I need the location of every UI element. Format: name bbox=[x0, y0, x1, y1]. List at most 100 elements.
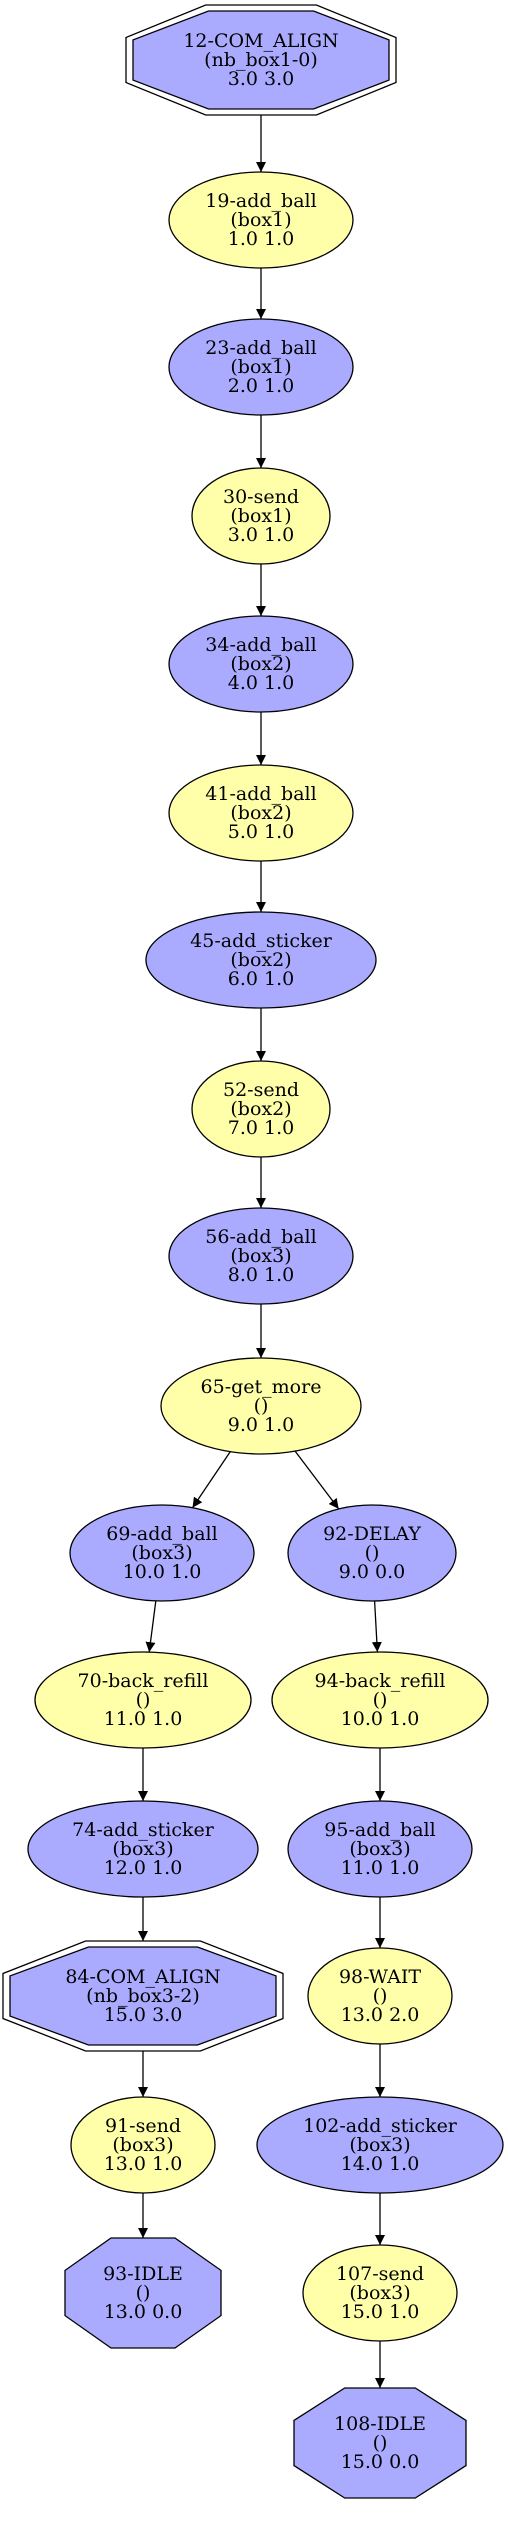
edges-layer bbox=[138, 115, 385, 2388]
node-label-line: (box1) bbox=[230, 505, 291, 527]
node-label-line: (box3) bbox=[349, 2282, 410, 2304]
node-label-line: 1.0 1.0 bbox=[228, 228, 294, 250]
node-shape bbox=[271, 1651, 489, 1749]
node-label-line: 11.0 1.0 bbox=[104, 1708, 183, 1730]
node-label-line: 14.0 1.0 bbox=[341, 2153, 420, 2175]
node-label-line: 13.0 1.0 bbox=[104, 2153, 183, 2175]
node-label-line: 107-send bbox=[336, 2263, 424, 2285]
node-label-line: 98-WAIT bbox=[339, 1966, 421, 1988]
node-n98: 98-WAIT()13.0 2.0 bbox=[307, 1947, 453, 2045]
node-label-line: 3.0 1.0 bbox=[228, 524, 294, 546]
node-label-line: 7.0 1.0 bbox=[228, 1117, 294, 1139]
node-label-line: 12-COM_ALIGN bbox=[183, 30, 338, 52]
edge-n65-n69 bbox=[191, 1451, 231, 1509]
node-n19: 19-add_ball(box1)1.0 1.0 bbox=[168, 171, 354, 269]
node-label-line: 5.0 1.0 bbox=[228, 821, 294, 843]
node-n45: 45-add_sticker(box2)6.0 1.0 bbox=[145, 911, 377, 1009]
node-label-line: 8.0 1.0 bbox=[228, 1264, 294, 1286]
node-shape bbox=[145, 911, 377, 1009]
node-label-line: 45-add_sticker bbox=[190, 930, 333, 952]
node-label-line: 93-IDLE bbox=[103, 2263, 183, 2285]
node-shape bbox=[64, 2237, 222, 2349]
node-shape bbox=[69, 1504, 255, 1602]
node-shape bbox=[168, 764, 354, 862]
node-shape bbox=[191, 467, 331, 565]
node-shape bbox=[168, 318, 354, 416]
node-label-line: () bbox=[373, 1985, 388, 2007]
node-label-line: 102-add_sticker bbox=[303, 2115, 458, 2137]
node-n56: 56-add_ball(box3)8.0 1.0 bbox=[168, 1207, 354, 1305]
node-n30: 30-send(box1)3.0 1.0 bbox=[191, 467, 331, 565]
node-label-line: 9.0 1.0 bbox=[228, 1414, 294, 1436]
node-label-line: 23-add_ball bbox=[205, 337, 316, 359]
node-shape-outer bbox=[2, 1940, 284, 2052]
node-label-line: 13.0 0.0 bbox=[104, 2301, 183, 2323]
node-label-line: 74-add_sticker bbox=[72, 1819, 215, 1841]
node-n94: 94-back_refill()10.0 1.0 bbox=[271, 1651, 489, 1749]
node-label-line: 10.0 1.0 bbox=[123, 1561, 202, 1583]
node-label-line: 94-back_refill bbox=[315, 1670, 446, 1692]
node-label-line: 11.0 1.0 bbox=[341, 1857, 420, 1879]
node-label-line: 108-IDLE bbox=[334, 2413, 426, 2435]
node-label-line: 15.0 0.0 bbox=[341, 2451, 420, 2473]
node-shape bbox=[9, 1946, 277, 2046]
node-n93: 93-IDLE()13.0 0.0 bbox=[64, 2237, 222, 2349]
node-label-line: (nb_box1-0) bbox=[204, 49, 318, 71]
node-shape bbox=[287, 1800, 473, 1898]
node-n92: 92-DELAY()9.0 0.0 bbox=[287, 1504, 457, 1602]
node-shape bbox=[70, 2096, 216, 2194]
node-n41: 41-add_ball(box2)5.0 1.0 bbox=[168, 764, 354, 862]
node-label-line: 92-DELAY bbox=[323, 1523, 421, 1545]
node-label-line: 34-add_ball bbox=[205, 634, 316, 656]
node-label-line: (box2) bbox=[230, 802, 291, 824]
node-shape bbox=[34, 1651, 252, 1749]
node-label-line: 3.0 3.0 bbox=[228, 68, 294, 90]
node-label-line: 52-send bbox=[223, 1079, 299, 1101]
node-label-line: 56-add_ball bbox=[205, 1226, 316, 1248]
node-shape bbox=[160, 1357, 362, 1455]
node-label-line: () bbox=[373, 2432, 388, 2454]
node-label-line: 65-get_more bbox=[201, 1376, 322, 1398]
node-n34: 34-add_ball(box2)4.0 1.0 bbox=[168, 615, 354, 713]
node-label-line: 15.0 3.0 bbox=[104, 2004, 183, 2026]
edge-n92-n94 bbox=[371, 1600, 382, 1653]
node-n74: 74-add_sticker(box3)12.0 1.0 bbox=[27, 1800, 259, 1898]
node-label-line: 4.0 1.0 bbox=[228, 672, 294, 694]
node-n52: 52-send(box2)7.0 1.0 bbox=[191, 1060, 331, 1158]
node-label-line: () bbox=[136, 2282, 151, 2304]
node-label-line: () bbox=[254, 1395, 269, 1417]
edge-n69-n70 bbox=[145, 1600, 157, 1653]
node-label-line: (box2) bbox=[230, 1098, 291, 1120]
node-n69: 69-add_ball(box3)10.0 1.0 bbox=[69, 1504, 255, 1602]
node-label-line: (box2) bbox=[230, 653, 291, 675]
node-shape bbox=[256, 2096, 504, 2194]
node-label-line: (box3) bbox=[112, 2134, 173, 2156]
node-label-line: (box3) bbox=[112, 1838, 173, 1860]
node-n107: 107-send(box3)15.0 1.0 bbox=[302, 2244, 458, 2342]
node-label-line: (box2) bbox=[230, 949, 291, 971]
node-shape bbox=[168, 171, 354, 269]
node-label-line: (box1) bbox=[230, 209, 291, 231]
node-n95: 95-add_ball(box3)11.0 1.0 bbox=[287, 1800, 473, 1898]
node-shape bbox=[293, 2387, 467, 2499]
node-label-line: 9.0 0.0 bbox=[339, 1561, 405, 1583]
node-shape bbox=[307, 1947, 453, 2045]
node-label-line: 6.0 1.0 bbox=[228, 968, 294, 990]
node-label-line: () bbox=[365, 1542, 380, 1564]
node-label-line: 13.0 2.0 bbox=[341, 2004, 420, 2026]
node-label-line: 91-send bbox=[105, 2115, 181, 2137]
node-label-line: 70-back_refill bbox=[78, 1670, 209, 1692]
node-n102: 102-add_sticker(box3)14.0 1.0 bbox=[256, 2096, 504, 2194]
node-n108: 108-IDLE()15.0 0.0 bbox=[293, 2387, 467, 2499]
node-shape bbox=[287, 1504, 457, 1602]
node-n70: 70-back_refill()11.0 1.0 bbox=[34, 1651, 252, 1749]
node-label-line: 95-add_ball bbox=[324, 1819, 435, 1841]
node-shape bbox=[132, 10, 390, 110]
node-shape bbox=[302, 2244, 458, 2342]
node-n65: 65-get_more()9.0 1.0 bbox=[160, 1357, 362, 1455]
node-shape bbox=[191, 1060, 331, 1158]
nodes-layer: 12-COM_ALIGN(nb_box1-0)3.0 3.0 19-add_bal… bbox=[2, 4, 504, 2499]
node-shape-outer bbox=[125, 4, 397, 116]
node-label-line: 12.0 1.0 bbox=[104, 1857, 183, 1879]
